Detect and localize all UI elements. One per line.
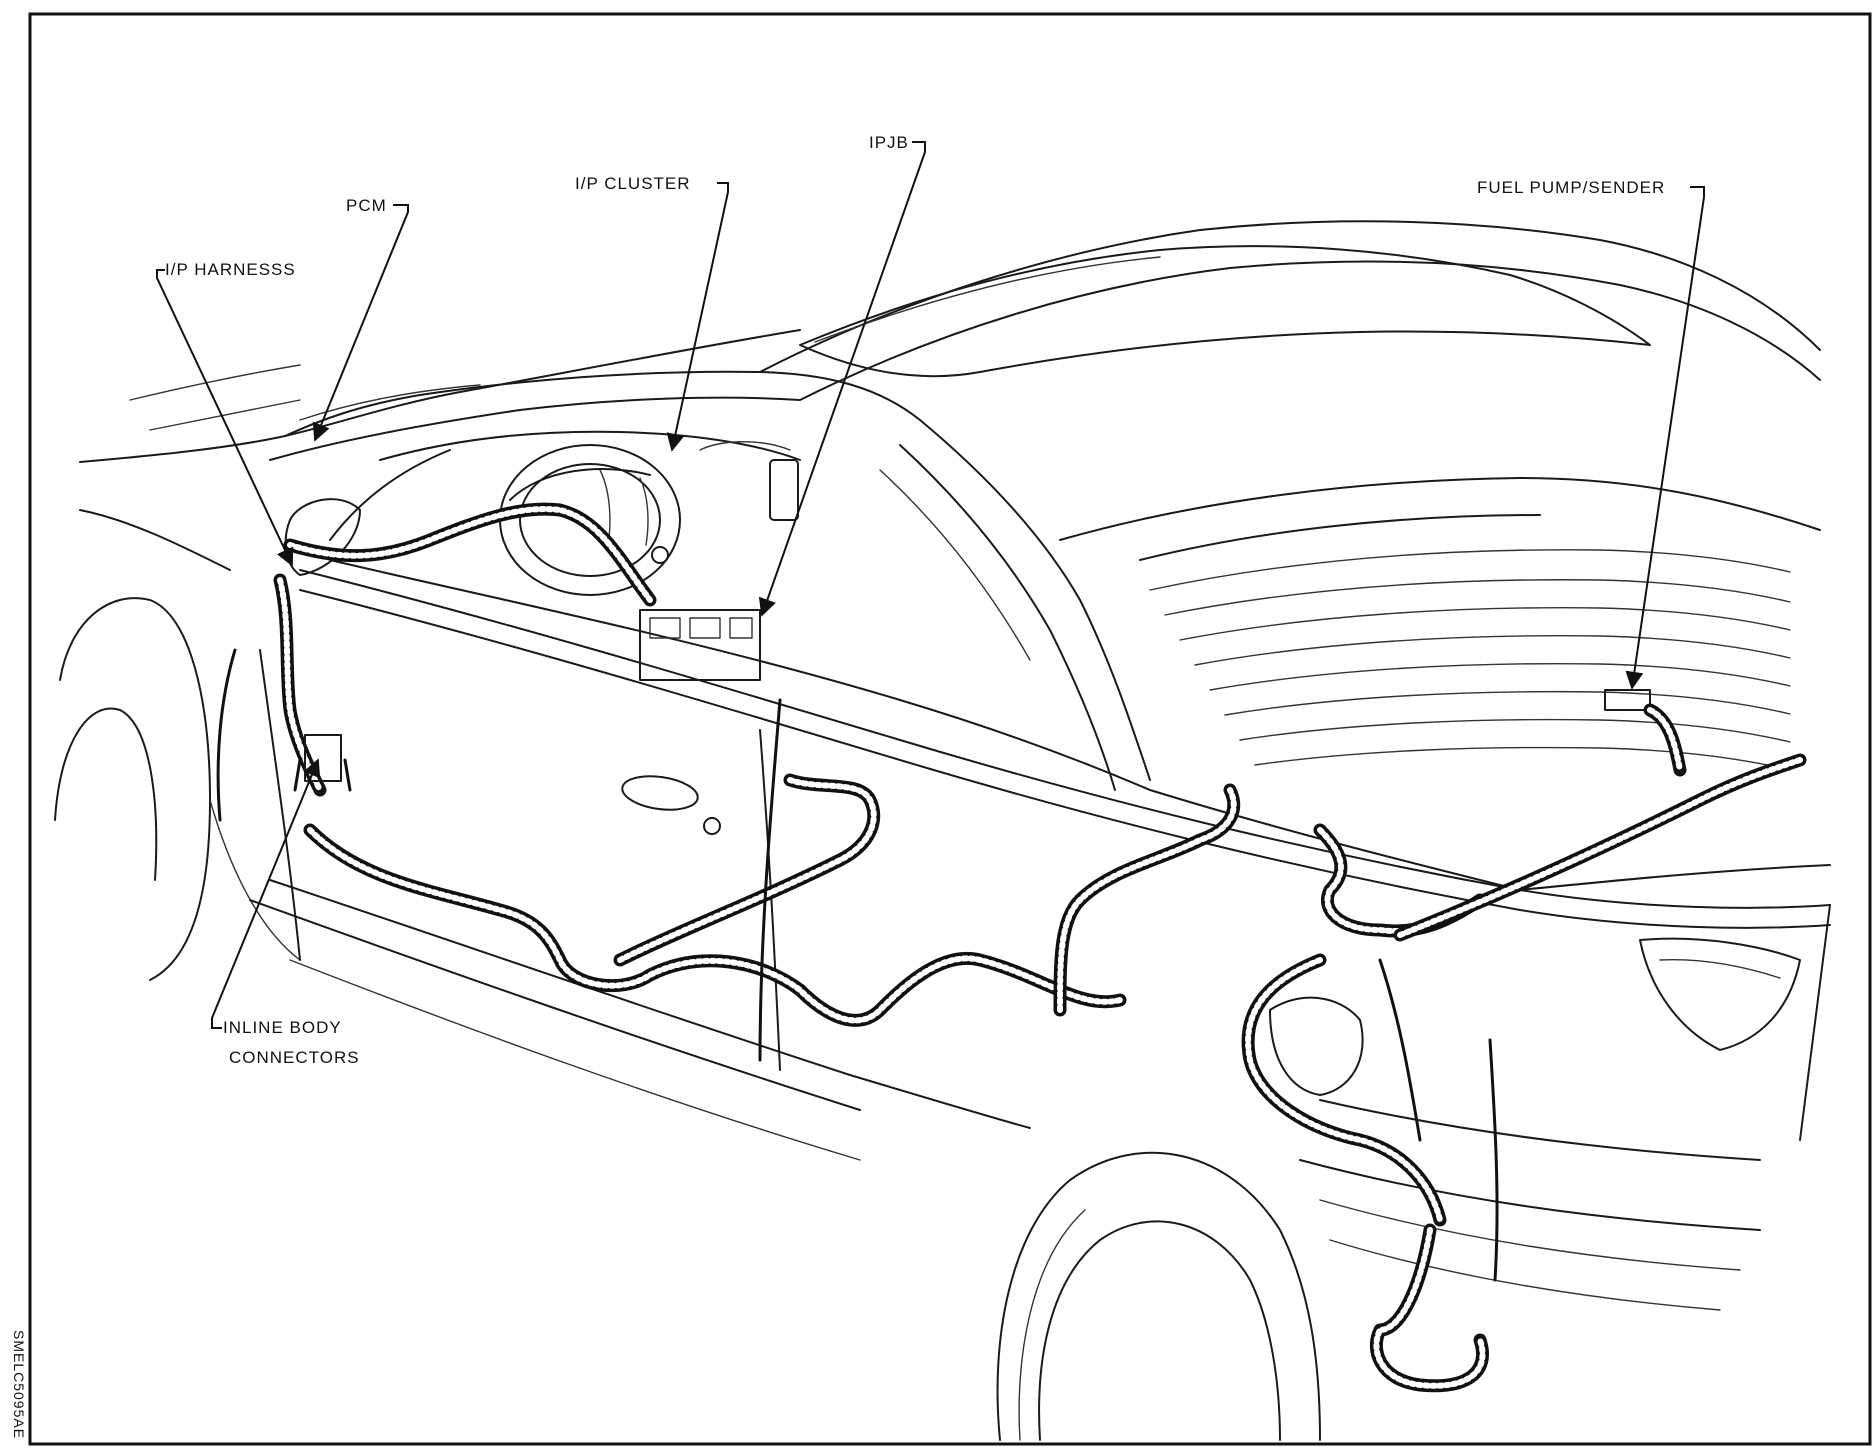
wiring-harnesses [216,502,1807,1393]
inline-body-label-line2: CONNECTORS [229,1048,360,1067]
ip-harness-leader [156,269,294,567]
ip-harness-label: I/P HARNESSS [165,260,296,279]
inline-body-leader [211,758,321,1029]
fuel-pump-leader [1625,186,1705,690]
ipjb-label: IPJB [869,133,909,152]
ipjb-leader [758,141,926,617]
car-body [54,220,1831,1441]
pcm-label: PCM [346,196,387,215]
callouts: PCM I/P HARNESSS I/P CLUSTER IPJB FUEL P… [156,133,1705,1067]
inline-body-label-line1: INLINE BODY [223,1018,342,1037]
pcm-leader [312,204,409,442]
figure-code: SMELC5095AE [11,1330,27,1439]
fuel-pump-label: FUEL PUMP/SENDER [1477,178,1665,197]
ip-cluster-label: I/P CLUSTER [575,174,691,193]
diagram-frame [28,12,1872,1446]
ip-cluster-leader [666,182,729,452]
